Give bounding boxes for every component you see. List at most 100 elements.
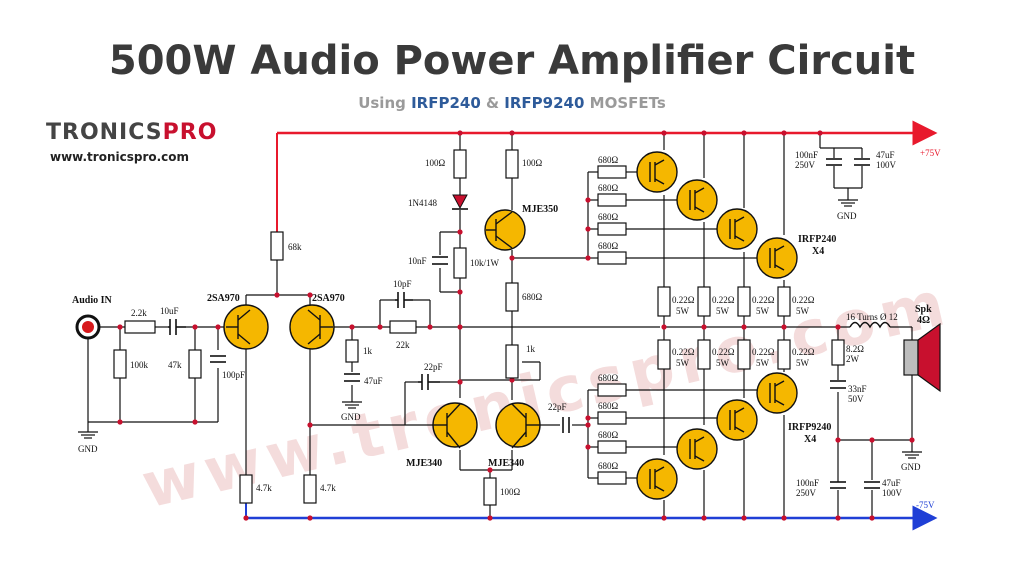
- src-r-value-7: 0.22Ω: [752, 347, 775, 357]
- src-r-value-3: 0.22Ω: [752, 295, 775, 305]
- label-irfp9240: IRFP9240: [788, 422, 831, 433]
- resistor-68k: [270, 231, 284, 261]
- label-1k: 1k: [363, 346, 373, 356]
- source-resistor-1: [657, 286, 671, 317]
- transistor-mje350: [484, 209, 526, 251]
- gate-resistor-label-5: 680Ω: [598, 373, 619, 383]
- label-mje350: MJE350: [522, 204, 558, 215]
- label-bot-100nf-v: 250V: [796, 488, 817, 498]
- label-irfp9240-count: X4: [804, 434, 816, 445]
- mosfet-p-3: [676, 428, 718, 470]
- src-r-watt-5: 5W: [676, 358, 690, 368]
- src-r-watt-1: 5W: [676, 306, 690, 316]
- label-bot-47uf: 47uF: [882, 478, 901, 488]
- label-bot-100nf: 100nF: [796, 478, 819, 488]
- src-r-watt-6: 5W: [716, 358, 730, 368]
- label-top-47uf: 47uF: [876, 150, 895, 160]
- speaker-impedance: 4Ω: [917, 315, 930, 326]
- page-title: 500W Audio Power Amplifier Circuit: [108, 38, 916, 84]
- subtitle-amp: &: [480, 94, 505, 112]
- logo-text-1: TRONICS: [46, 120, 163, 145]
- label-irfp240: IRFP240: [798, 234, 836, 245]
- mosfet-p-4: [636, 458, 678, 500]
- gate-resistor-8: [597, 471, 627, 485]
- input-ground-symbol: [78, 422, 98, 439]
- gate-resistors: [597, 165, 627, 485]
- label-r-in: 2.2k: [131, 308, 147, 318]
- ground-top: [838, 199, 858, 207]
- label-4k7-a: 4.7k: [256, 483, 272, 493]
- label-vr-1k: 1k: [526, 344, 536, 354]
- label-100-a: 100Ω: [425, 158, 446, 168]
- src-r-watt-8: 5W: [796, 358, 810, 368]
- capacitor-top-100nf: [826, 158, 842, 166]
- label-mje340-a: MJE340: [406, 458, 442, 469]
- junction-dots: [117, 130, 915, 521]
- mosfet-n-1: [636, 151, 678, 193]
- page-subtitle: Using IRFP240 & IRFP9240 MOSFETs: [0, 94, 1024, 112]
- source-resistor-2: [697, 286, 711, 317]
- capacitor-10pf: [395, 292, 413, 308]
- capacitor-c-in: [168, 319, 186, 335]
- gate-resistor-5: [597, 383, 627, 397]
- gate-resistor-label-4: 680Ω: [598, 241, 619, 251]
- label-zobel-c-v: 50V: [848, 394, 864, 404]
- resistor-22k: [389, 320, 417, 334]
- src-r-value-4: 0.22Ω: [792, 295, 815, 305]
- ground-speaker: [902, 451, 922, 459]
- src-r-value-8: 0.22Ω: [792, 347, 815, 357]
- brand-logo: TRONICSPRO: [46, 120, 217, 145]
- label-c-in: 10uF: [160, 306, 179, 316]
- label-q1: 2SA970: [207, 293, 240, 304]
- resistor-4k7-b: [303, 474, 317, 504]
- speaker-icon: [903, 322, 941, 393]
- label-mje340-b: MJE340: [488, 458, 524, 469]
- negative-rail-label: -75V: [916, 500, 935, 510]
- resistor-680-mid: [505, 282, 519, 312]
- transistor-q1-2sa970: [223, 304, 269, 350]
- audio-in-label: Audio IN: [72, 295, 113, 306]
- gate-resistor-1: [597, 165, 627, 179]
- label-top-100nf: 100nF: [795, 150, 818, 160]
- gate-resistor-6: [597, 411, 627, 425]
- label-irfp240-count: X4: [812, 246, 824, 257]
- gnd-label-speaker: GND: [901, 462, 921, 472]
- gate-resistor-4: [597, 251, 627, 265]
- label-zobel-r-w: 2W: [846, 354, 860, 364]
- source-resistor-8: [777, 339, 791, 370]
- mosfet-p-2: [716, 399, 758, 441]
- trimmer-10k: [453, 247, 467, 279]
- label-10pf: 10pF: [393, 279, 412, 289]
- trimmer-1k: [505, 344, 519, 379]
- capacitor-100pf: [210, 355, 226, 363]
- subtitle-prefix: Using: [358, 94, 412, 112]
- positive-rail-label: +75V: [920, 148, 941, 158]
- label-top-47uf-v: 100V: [876, 160, 897, 170]
- capacitor-47uf-fb: [344, 373, 360, 382]
- mosfet-n-3: [716, 208, 758, 250]
- gate-resistor-label-6: 680Ω: [598, 401, 619, 411]
- capacitor-top-47uf: [854, 158, 870, 166]
- label-22pf-a: 22pF: [424, 362, 443, 372]
- src-r-watt-3: 5W: [756, 306, 770, 316]
- resistor-47k: [188, 349, 202, 379]
- src-r-watt-2: 5W: [716, 306, 730, 316]
- transistor-mje340-a: [432, 402, 478, 449]
- label-zobel-r: 8.2Ω: [846, 344, 864, 354]
- resistor-100k: [113, 349, 127, 379]
- source-resistor-4: [777, 286, 791, 317]
- capacitor-10nf: [432, 256, 448, 265]
- source-resistor-6: [697, 339, 711, 370]
- mosfet-n-4: [756, 237, 798, 279]
- label-100-b: 100Ω: [522, 158, 543, 168]
- source-resistor-3: [737, 286, 751, 317]
- capacitor-bot-100nf: [830, 481, 846, 489]
- subtitle-part-1: IRFP240: [411, 94, 481, 112]
- resistor-100-c: [483, 477, 497, 506]
- transistors: [223, 151, 798, 500]
- resistor-r-in: [124, 320, 156, 334]
- label-100k: 100k: [130, 360, 149, 370]
- capacitor-zobel: [830, 380, 846, 389]
- label-coil: 16 Turns Ø 12: [846, 312, 898, 322]
- src-r-watt-4: 5W: [796, 306, 810, 316]
